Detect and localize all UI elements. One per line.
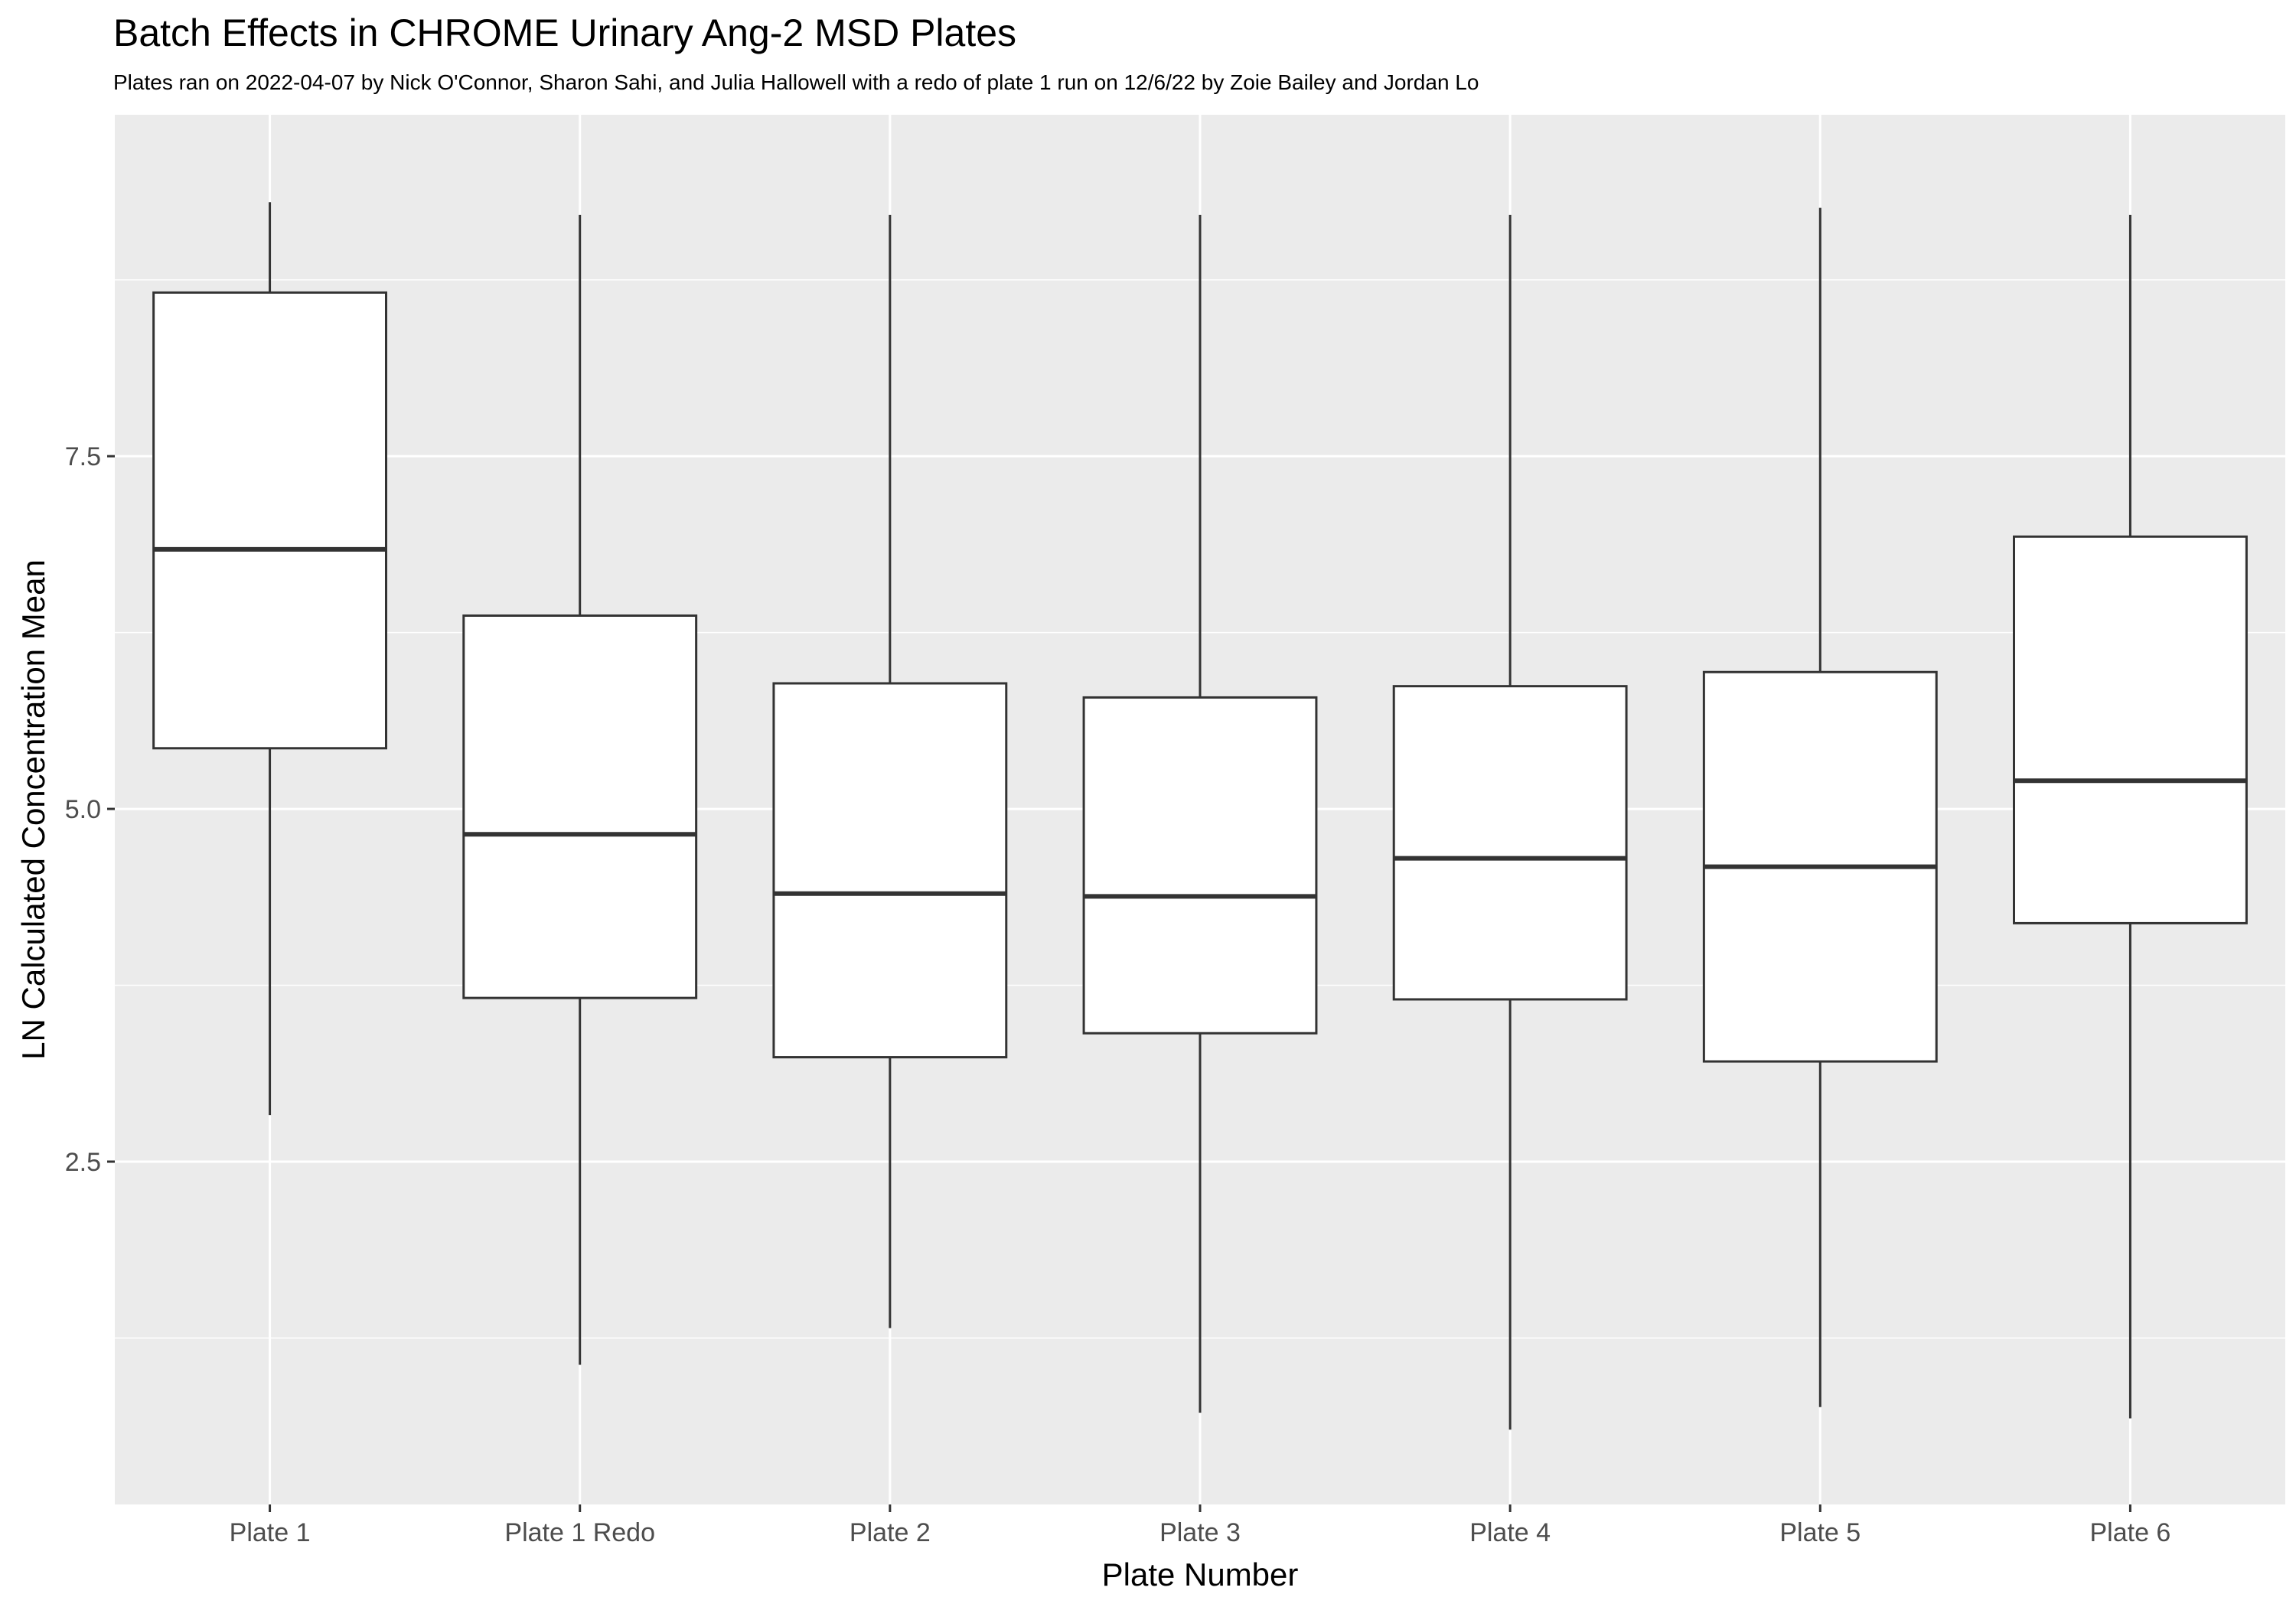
x-tick-label: Plate 5	[1779, 1518, 1861, 1547]
y-tick-label: 7.5	[65, 442, 101, 471]
box-3	[772, 214, 1008, 1328]
x-tick-label: Plate 1	[230, 1518, 311, 1547]
x-tick-label: Plate 6	[2089, 1518, 2170, 1547]
box-iqr	[1392, 685, 1628, 1001]
box-iqr	[2013, 535, 2248, 924]
x-tick-label: Plate 2	[850, 1518, 931, 1547]
chart-subtitle: Plates ran on 2022-04-07 by Nick O'Conno…	[113, 70, 1479, 94]
box-iqr	[772, 682, 1008, 1059]
box-iqr	[462, 614, 698, 999]
chart-title: Batch Effects in CHROME Urinary Ang-2 MS…	[113, 11, 1017, 54]
x-axis-title: Plate Number	[1102, 1556, 1299, 1592]
box-iqr	[152, 291, 387, 750]
box-2	[462, 214, 698, 1365]
boxes	[152, 202, 2248, 1430]
y-tick-label: 2.5	[65, 1148, 101, 1177]
y-axis-title: LN Calculated Concentration Mean	[15, 559, 51, 1060]
box-5	[1392, 214, 1628, 1430]
box-6	[1702, 207, 1938, 1407]
x-tick-label: Plate 1 Redo	[504, 1518, 655, 1547]
y-tick-label: 5.0	[65, 795, 101, 824]
box-1	[152, 202, 387, 1116]
box-4	[1082, 214, 1318, 1413]
x-tick-label: Plate 3	[1159, 1518, 1241, 1547]
box-7	[2013, 214, 2248, 1419]
x-tick-label: Plate 4	[1469, 1518, 1551, 1547]
box-iqr	[1082, 696, 1318, 1035]
